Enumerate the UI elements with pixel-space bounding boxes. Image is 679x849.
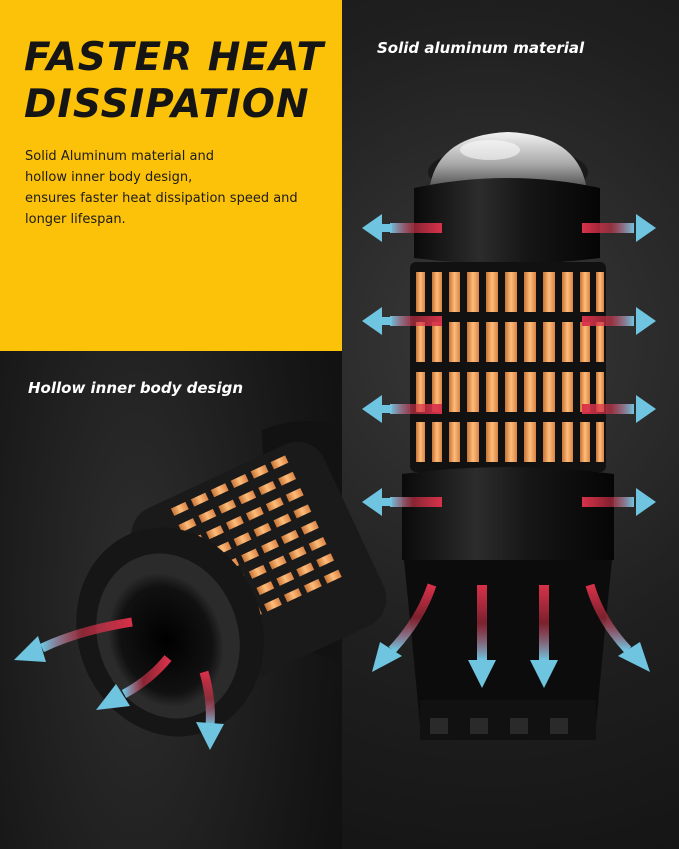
left-bulb — [76, 421, 387, 737]
description-line-4: longer lifespan. — [25, 212, 126, 227]
hollow-core-icon — [108, 573, 224, 707]
description-line-3: ensures faster heat dissipation speed an… — [25, 191, 298, 206]
callout-hollow-body: Hollow inner body design — [28, 379, 243, 397]
description-line-1: Solid Aluminum material and — [25, 149, 214, 164]
lens-icon — [430, 132, 586, 185]
heat-arrows-left-bulb — [14, 617, 224, 750]
headline-line-2: DISSIPATION — [24, 82, 310, 127]
right-bulb — [402, 132, 614, 740]
headline: FASTER HEAT DISSIPATION — [24, 34, 324, 128]
callout-solid-aluminum: Solid aluminum material — [377, 39, 585, 57]
headline-line-1: FASTER HEAT — [24, 35, 325, 80]
heat-arrows-down — [372, 583, 650, 688]
heat-arrows-right-bulb — [362, 214, 656, 516]
description-line-2: hollow inner body design, — [25, 170, 193, 185]
description: Solid Aluminum material and hollow inner… — [25, 146, 325, 230]
yellow-info-panel — [0, 0, 342, 351]
